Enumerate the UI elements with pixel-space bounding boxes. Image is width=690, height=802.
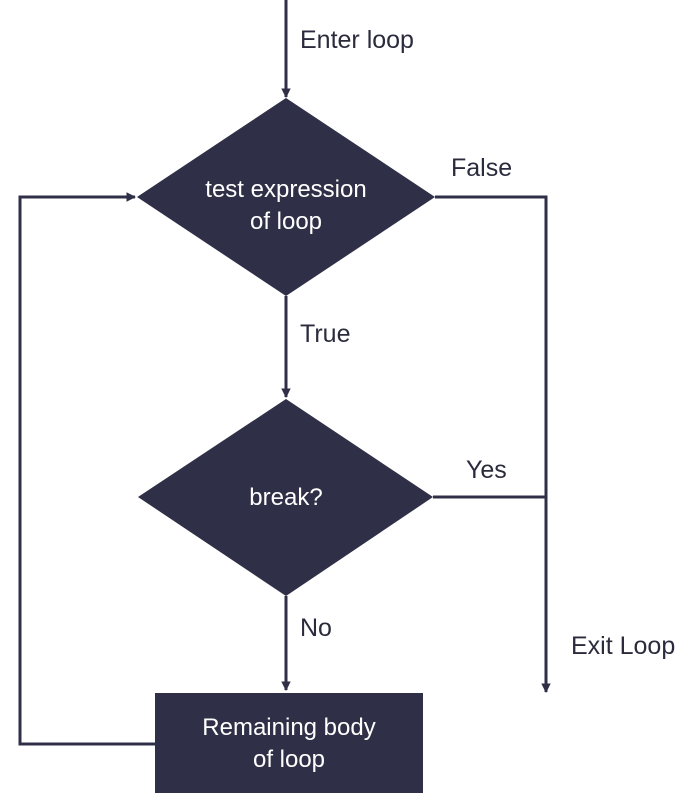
break-label: break? [249, 484, 323, 511]
remaining-body-line-1: Remaining body [202, 714, 376, 741]
remaining-body-process [155, 693, 423, 793]
yes-label: Yes [466, 456, 507, 484]
test-expression-line-1: test expression [205, 176, 367, 203]
remaining-body-text: Remaining body of loop [155, 712, 423, 776]
remaining-body-line-2: of loop [252, 746, 326, 773]
false-exit-arrow [435, 195, 551, 693]
loop-back-arrow [18, 192, 155, 746]
true-label: True [300, 320, 351, 348]
enter-loop-label: Enter loop [300, 26, 414, 54]
test-expression-decision [137, 98, 435, 296]
exit-loop-label: Exit Loop [571, 632, 676, 660]
false-label: False [451, 154, 513, 182]
break-decision [138, 399, 433, 596]
break-text: break? [206, 482, 366, 514]
test-expression-line-2: of loop [249, 208, 323, 235]
no-label: No [300, 614, 332, 642]
test-expression-text: test expression of loop [186, 174, 386, 238]
